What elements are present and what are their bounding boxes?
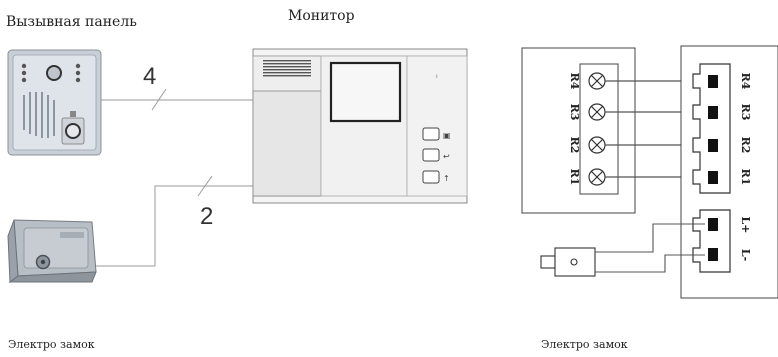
wire-lock-to-monitor [96, 175, 253, 267]
terminal-label-left-r1: R1 [568, 169, 581, 186]
call-panel-title: Вызывная панель [6, 14, 137, 30]
svg-text:▣: ▣ [443, 131, 451, 140]
wire-count-panel: 4 [143, 63, 156, 90]
terminal-label-right-r2: R2 [739, 137, 752, 154]
svg-text:↩: ↩ [443, 152, 450, 161]
monitor-device-icon: ▣ ↩ ↑ ı [252, 48, 468, 204]
terminal-label-left-r3: R3 [568, 104, 581, 121]
terminal-label-right-r3: R3 [739, 104, 752, 121]
lock-actuator-icon [540, 247, 596, 277]
electric-lock-device-icon [7, 219, 97, 283]
terminal-label-left-r2: R2 [568, 137, 581, 154]
electric-lock-caption-right: Электро замок [541, 338, 628, 351]
lock-wires [595, 223, 705, 273]
terminal-label-l-minus: L- [739, 249, 752, 261]
electric-lock-caption-left: Электро замок [8, 338, 95, 351]
right-terminal-board [680, 45, 778, 299]
terminal-label-left-r4: R4 [568, 73, 581, 90]
terminal-label-right-r1: R1 [739, 169, 752, 186]
terminal-label-right-r4: R4 [739, 73, 752, 90]
wire-panel-to-monitor [101, 88, 253, 111]
svg-text:↑: ↑ [443, 174, 450, 183]
monitor-title: Монитор [288, 8, 355, 24]
terminal-label-l-plus: L+ [739, 217, 752, 234]
wire-count-lock: 2 [200, 203, 213, 230]
left-terminal-board [521, 47, 636, 214]
call-panel-device-icon [7, 49, 102, 156]
svg-text:ı: ı [436, 73, 438, 80]
